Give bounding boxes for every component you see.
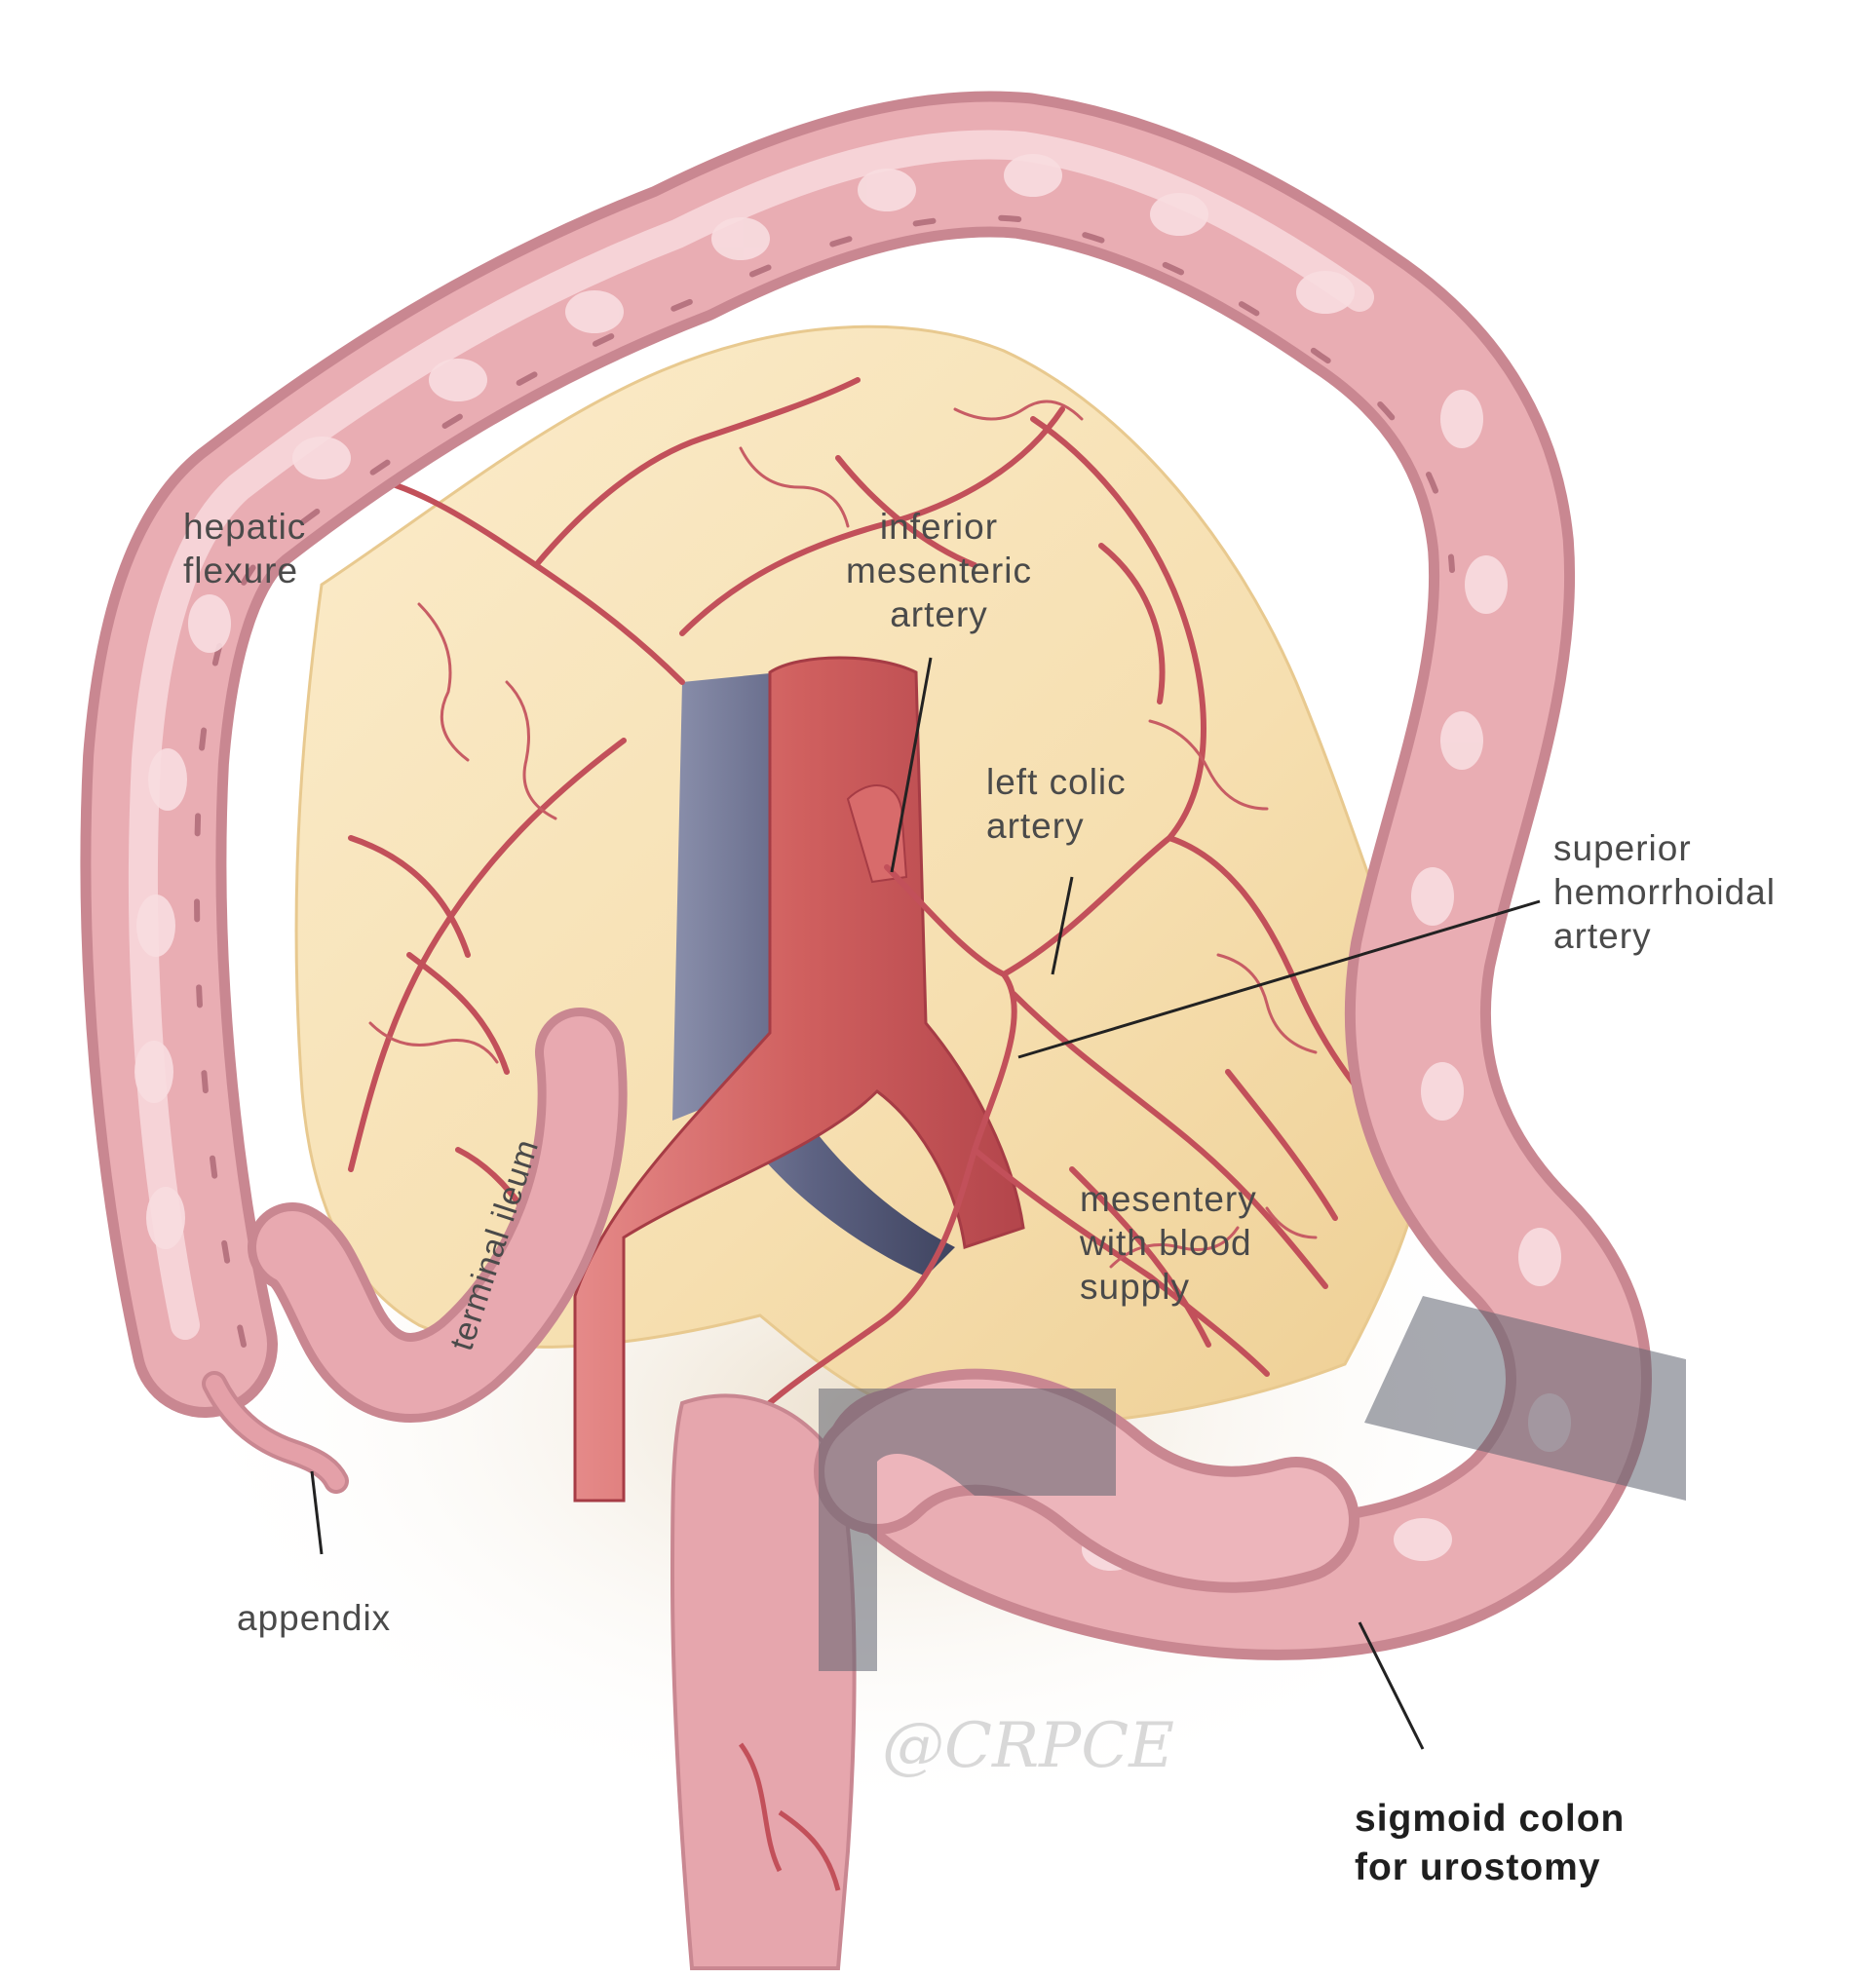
label-mesentery: mesentery with blood supply: [1080, 1179, 1257, 1307]
arterial-arcades: [348, 377, 1406, 1747]
label-appendix: appendix: [237, 1598, 392, 1638]
watermark: @CRPCE: [882, 1710, 1174, 1782]
label-left-colic-artery: left colic artery: [986, 762, 1127, 846]
ima-stub: [846, 784, 908, 884]
appendix-shape-fill: [206, 1375, 345, 1490]
rectum: [670, 1393, 857, 1970]
leader-lines: [310, 657, 1541, 1750]
label-hepatic-flexure: hepatic flexure: [183, 507, 307, 590]
surgical-clamps: [819, 1296, 1686, 1671]
label-sigmoid-colon: sigmoid colon for urostomy: [1355, 1798, 1626, 1888]
aorta: [573, 656, 1025, 1503]
label-inferior-mesenteric-artery: inferior mesenteric artery: [846, 507, 1032, 634]
terminal-ileum-fill: [256, 1016, 619, 1414]
rectum-vessel: [738, 1742, 841, 1891]
label-superior-hemorrhoidal-artery: superior hemorrhoidal artery: [1553, 828, 1776, 956]
small-vessels: [368, 400, 1318, 1269]
